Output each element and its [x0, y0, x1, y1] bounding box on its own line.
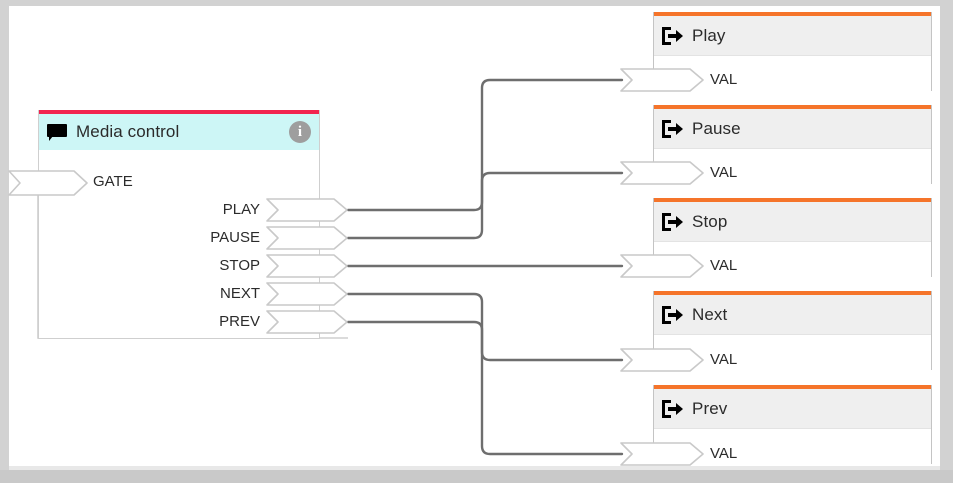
port-stop-val[interactable] [620, 254, 704, 278]
node-header-media-control[interactable]: Media control i [39, 114, 319, 150]
port-label-play-val: VAL [710, 71, 738, 88]
frame-right-edge [940, 0, 953, 474]
frame-top-edge [0, 0, 953, 6]
node-accent-bar [654, 12, 931, 16]
node-prev[interactable]: Prev [653, 385, 932, 464]
port-label-stop-val: VAL [710, 257, 738, 274]
port-pause-val[interactable] [620, 161, 704, 185]
node-title-prev: Prev [692, 398, 728, 418]
node-pause[interactable]: Pause [653, 105, 932, 184]
node-accent-bar [654, 105, 931, 109]
port-play[interactable] [266, 198, 348, 222]
node-title-stop: Stop [692, 211, 728, 231]
node-accent-bar [654, 291, 931, 295]
node-accent-bar [39, 110, 319, 114]
node-header-play[interactable]: Play [654, 16, 931, 56]
node-body-prev [654, 429, 931, 464]
speech-bubble-icon [47, 123, 67, 141]
node-title-media-control: Media control [76, 122, 180, 141]
port-label-next-val: VAL [710, 351, 738, 368]
export-arrow-icon [662, 26, 683, 45]
node-accent-bar [654, 385, 931, 389]
node-next[interactable]: Next [653, 291, 932, 370]
node-header-stop[interactable]: Stop [654, 202, 931, 242]
node-header-next[interactable]: Next [654, 295, 931, 335]
export-arrow-icon [662, 212, 683, 231]
port-label-prev-val: VAL [710, 445, 738, 462]
node-header-pause[interactable]: Pause [654, 109, 931, 149]
port-label-play: PLAY [222, 201, 260, 218]
frame-bottom-edge [0, 470, 953, 483]
node-title-pause: Pause [692, 118, 741, 138]
node-title-next: Next [692, 304, 728, 324]
port-label-stop: STOP [219, 257, 260, 274]
export-arrow-icon [662, 305, 683, 324]
node-stop[interactable]: Stop [653, 198, 932, 277]
port-next-val[interactable] [620, 348, 704, 372]
port-label-pause-val: VAL [710, 164, 738, 181]
port-prev[interactable] [266, 310, 348, 334]
node-body-stop [654, 242, 931, 277]
port-next[interactable] [266, 282, 348, 306]
port-prev-val[interactable] [620, 442, 704, 466]
port-stop[interactable] [266, 254, 348, 278]
port-pause[interactable] [266, 226, 348, 250]
node-title-play: Play [692, 25, 726, 45]
node-body-next [654, 335, 931, 370]
node-header-prev[interactable]: Prev [654, 389, 931, 429]
frame-left-edge [0, 0, 9, 474]
export-arrow-icon [662, 119, 683, 138]
port-label-gate: GATE [93, 173, 133, 190]
port-label-pause: PAUSE [210, 229, 260, 246]
port-play-val[interactable] [620, 68, 704, 92]
node-accent-bar [654, 198, 931, 202]
port-label-next: NEXT [219, 285, 260, 302]
export-arrow-icon [662, 399, 683, 418]
port-gate[interactable] [8, 170, 88, 196]
port-label-prev: PREV [219, 313, 260, 330]
node-body-pause [654, 149, 931, 184]
node-body-play [654, 56, 931, 91]
info-icon[interactable]: i [289, 121, 311, 143]
canvas-inner-shadow [9, 466, 940, 470]
